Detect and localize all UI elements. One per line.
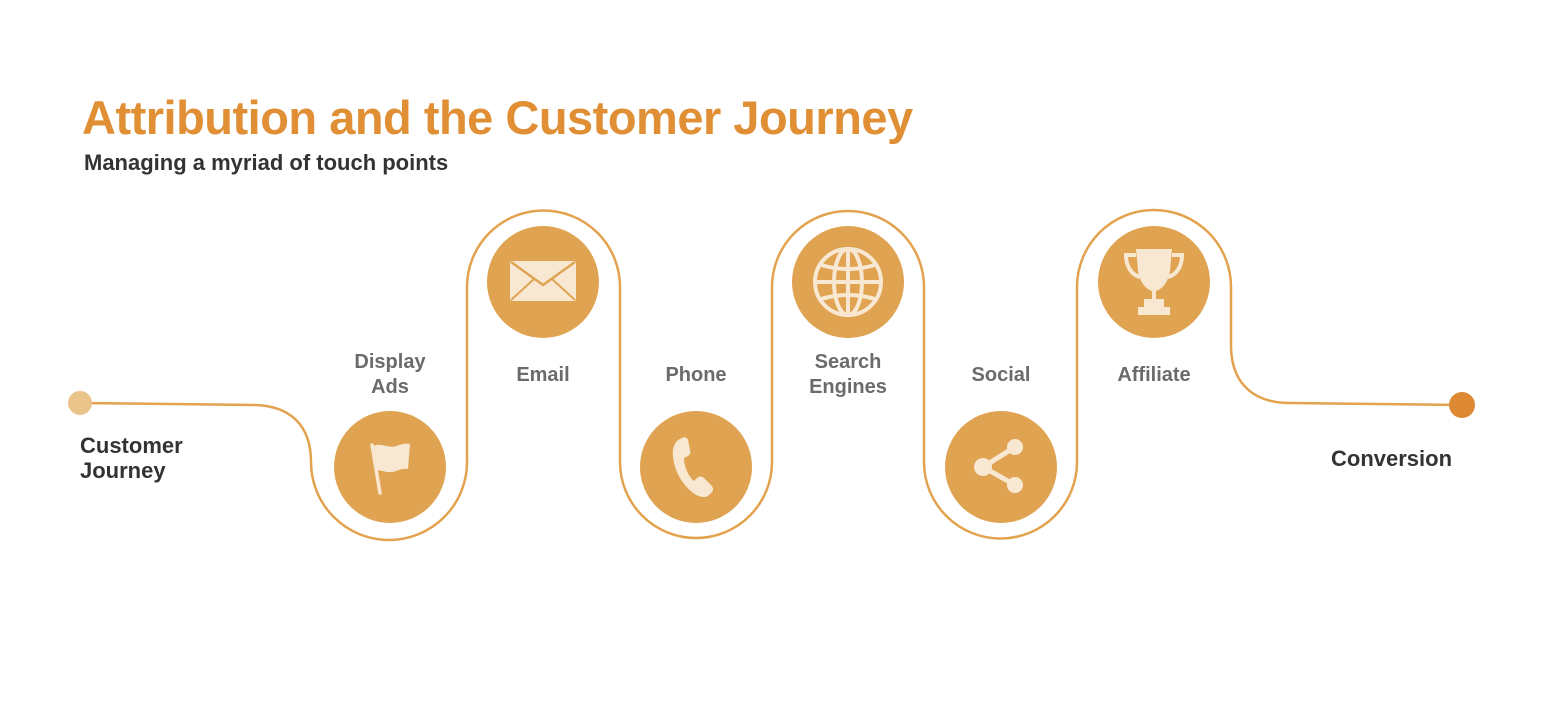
flag-icon xyxy=(370,443,410,495)
touchpoint-label-social: Social xyxy=(931,363,1071,388)
end-label: Conversion xyxy=(1331,446,1453,471)
label-line1: Affiliate xyxy=(1117,364,1191,386)
share-icon xyxy=(974,439,1023,493)
label-line1: Phone xyxy=(665,364,727,386)
touchpoint-label-email: Email xyxy=(473,363,613,388)
touchpoint-label-display-ads: Display Ads xyxy=(320,350,460,400)
phone-icon xyxy=(672,437,714,497)
touchpoint-display-ads xyxy=(334,411,446,523)
start-label: Customer Journey xyxy=(80,433,183,483)
page-title: Attribution and the Customer Journey xyxy=(82,91,913,144)
touchpoint-phone xyxy=(640,411,752,523)
page-subtitle: Managing a myriad of touch points xyxy=(84,150,449,175)
label-line2: Engines xyxy=(809,376,887,398)
label-line2: Ads xyxy=(371,376,409,398)
envelope-icon xyxy=(510,260,576,301)
label-line1: Search xyxy=(814,351,882,373)
touchpoint-label-affiliate: Affiliate xyxy=(1084,363,1224,388)
touchpoint-label-phone: Phone xyxy=(626,363,766,388)
touchpoint-social xyxy=(945,411,1057,523)
start-dot xyxy=(68,391,92,415)
start-label-line2: Journey xyxy=(80,458,166,483)
touchpoint-label-search-engines: Search Engines xyxy=(778,350,918,400)
touchpoint-affiliate xyxy=(1098,226,1210,338)
label-line1: Display xyxy=(354,351,426,373)
start-label-line1: Customer xyxy=(80,433,183,458)
globe-icon xyxy=(813,247,883,317)
touchpoint-search-engines xyxy=(792,226,904,338)
label-line1: Social xyxy=(971,364,1031,386)
trophy-icon xyxy=(1123,249,1185,315)
touchpoint-email xyxy=(487,226,599,338)
end-dot xyxy=(1449,392,1475,418)
label-line1: Email xyxy=(516,364,570,386)
